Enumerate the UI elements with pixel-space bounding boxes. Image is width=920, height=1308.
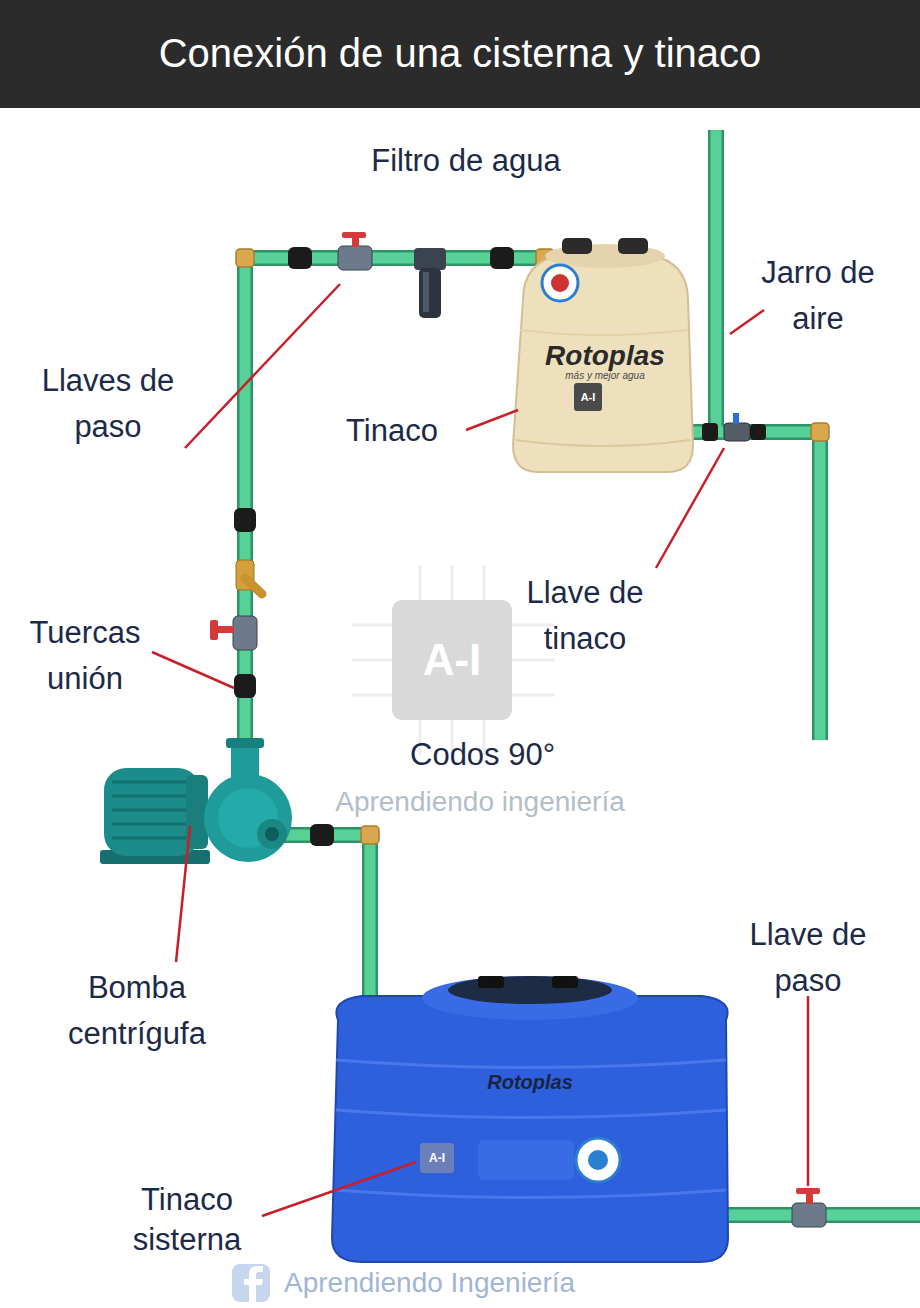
part-label: Tinaco sisterna bbox=[97, 1180, 277, 1260]
part-label: Jarro de aire bbox=[733, 250, 903, 342]
watermark-logo bbox=[352, 565, 555, 755]
centrifugal-pump bbox=[100, 738, 292, 864]
brand-slogan: más y mejor agua bbox=[540, 370, 670, 382]
watermark: Aprendiendo Ingeniería bbox=[284, 1266, 644, 1300]
ball-valves bbox=[210, 232, 826, 1227]
part-label: Tuercas unión bbox=[5, 610, 165, 702]
leader-lines bbox=[152, 284, 808, 1216]
cistern-tank bbox=[332, 976, 728, 1262]
part-label: Filtro de agua bbox=[366, 138, 566, 184]
tinaco-tank bbox=[513, 238, 693, 472]
water-filter bbox=[414, 248, 446, 318]
part-label: Bomba centrígufa bbox=[37, 965, 237, 1057]
facebook-icon bbox=[232, 1264, 270, 1302]
watermark: Aprendiendo ingeniería bbox=[300, 784, 660, 820]
y-strainer bbox=[236, 560, 262, 594]
part-label: Llave de tinaco bbox=[485, 570, 685, 662]
badge-text: A-I bbox=[420, 1151, 454, 1165]
part-label: Tinaco bbox=[346, 408, 466, 454]
brand-logo: Rotoplas bbox=[530, 340, 680, 372]
brand-logo: Rotoplas bbox=[470, 1070, 590, 1094]
title: Conexión de una cisterna y tinaco bbox=[0, 28, 920, 78]
part-label: Llaves de paso bbox=[18, 358, 198, 450]
elbows bbox=[236, 249, 829, 844]
watermark-square bbox=[392, 600, 512, 720]
badge-text: A-I bbox=[574, 390, 602, 404]
part-label: Codos 90° bbox=[410, 732, 630, 778]
union-nuts bbox=[234, 247, 718, 846]
watermark-logo-text: A-I bbox=[392, 634, 512, 686]
part-label: Llave de paso bbox=[723, 912, 893, 1004]
